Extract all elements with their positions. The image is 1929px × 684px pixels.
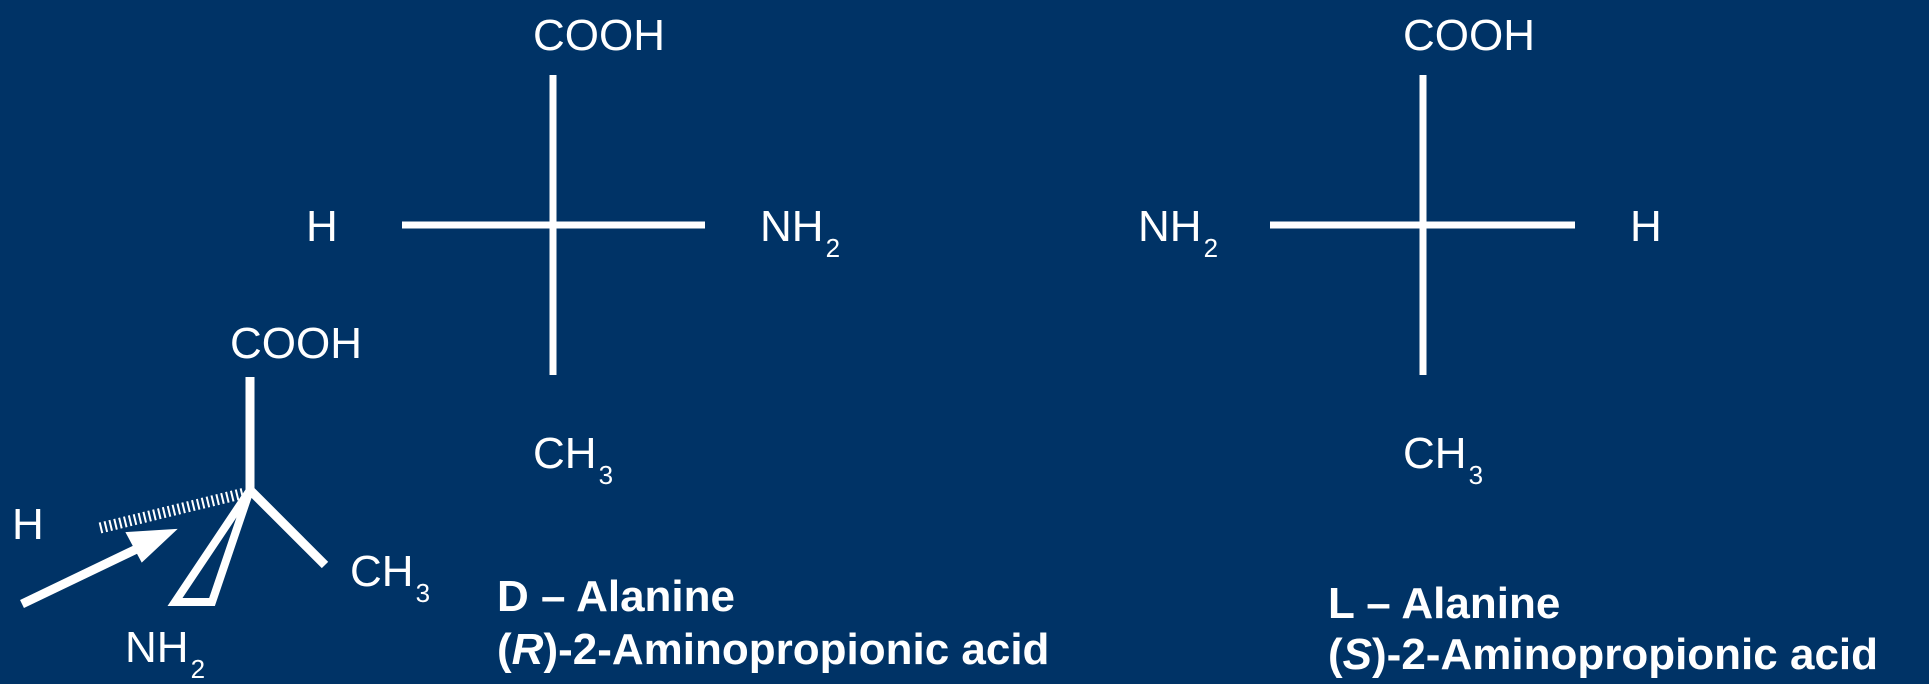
l-name-config: S — [1342, 630, 1373, 679]
wedge-bond-to-ch3 — [246, 486, 329, 569]
wedge-right-base: CH — [350, 547, 414, 596]
fischer-l-bottom-sub: 3 — [1468, 460, 1484, 490]
l-alanine-iupac-name: (S)-2-Aminopropionic acid — [1328, 633, 1878, 677]
fischer-l-left-base: NH — [1138, 202, 1202, 251]
fischer-d-bottom-base: CH — [533, 429, 597, 478]
d-alanine-iupac-name: (R)-2-Aminopropionic acid — [497, 628, 1049, 672]
fischer-d-right-base: NH — [760, 202, 824, 251]
wedge-left-label: H — [12, 500, 44, 549]
wedge-bottom-base: NH — [125, 623, 189, 672]
wedge-right-sub: 3 — [415, 578, 431, 608]
fischer-d-right-sub: 2 — [825, 233, 841, 263]
d-name-prefix: ( — [497, 625, 512, 674]
d-name-config: R — [511, 625, 544, 674]
fischer-d-top-label: COOH — [533, 11, 665, 60]
wedge-hashed-bond-to-h — [98, 487, 247, 534]
fischer-d-bottom-sub: 3 — [598, 460, 614, 490]
fischer-d-bonds — [402, 75, 705, 375]
fischer-l-top-label: COOH — [1403, 11, 1535, 60]
l-alanine-title: L – Alanine — [1328, 579, 1561, 628]
wedge-bond-to-nh2 — [167, 487, 254, 606]
l-name-suffix: )-2-Aminopropionic acid — [1372, 630, 1879, 679]
wedge-structure-bonds — [20, 377, 329, 609]
fischer-l-left-sub: 2 — [1203, 233, 1219, 263]
perspective-arrow-shaft — [20, 540, 147, 609]
d-name-suffix: )-2-Aminopropionic acid — [543, 625, 1050, 674]
fischer-l-bottom-label: CH3 — [1403, 429, 1483, 489]
wedge-bottom-sub: 2 — [190, 654, 206, 684]
fischer-d-bottom-label: CH3 — [533, 429, 613, 489]
fischer-d-right-label: NH2 — [760, 202, 840, 262]
fischer-d-left-label: H — [306, 202, 338, 251]
fischer-l-right-label: H — [1630, 202, 1662, 251]
wedge-top-label: COOH — [230, 319, 362, 368]
fischer-l-left-label: NH2 — [1138, 202, 1218, 262]
wedge-right-label: CH3 — [350, 547, 430, 607]
l-name-prefix: ( — [1328, 630, 1343, 679]
wedge-bottom-label: NH2 — [125, 623, 205, 683]
fischer-l-bottom-base: CH — [1403, 429, 1467, 478]
fischer-l-bonds — [1270, 75, 1575, 375]
perspective-arrow-head — [125, 528, 178, 563]
d-alanine-title: D – Alanine — [497, 572, 735, 621]
